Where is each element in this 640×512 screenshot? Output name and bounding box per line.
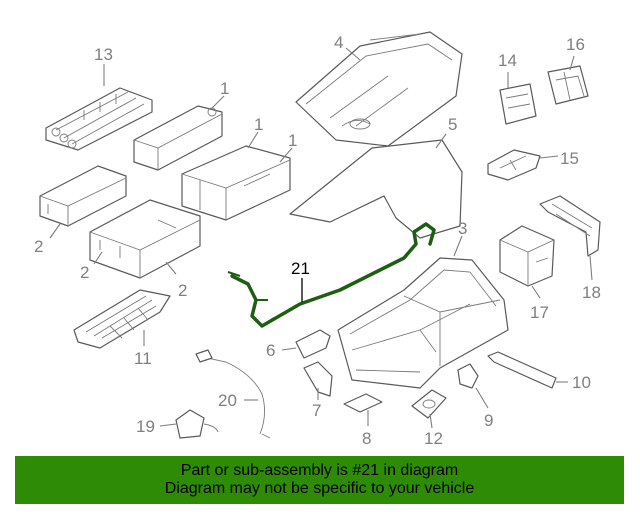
part-20-cable	[195, 349, 271, 439]
callout-9[interactable]: 9	[484, 411, 493, 430]
callout-10[interactable]: 10	[572, 373, 591, 392]
callout-18[interactable]: 18	[582, 283, 601, 302]
callout-7[interactable]: 7	[312, 401, 321, 420]
banner-line-2: Diagram may not be specific to your vehi…	[164, 480, 475, 497]
callout-3[interactable]: 3	[458, 219, 467, 238]
part-7-bracket	[303, 361, 333, 397]
part-1-module-b	[181, 145, 291, 221]
part-9-mount	[457, 363, 479, 389]
callout-14[interactable]: 14	[498, 51, 517, 70]
part-10-rail	[487, 351, 557, 389]
part-21-wire-harness	[227, 222, 436, 328]
callout-1c[interactable]: 1	[288, 131, 297, 150]
banner-line-1: Part or sub-assembly is #21 in diagram	[180, 462, 459, 479]
leader-lines	[49, 47, 593, 429]
callout-8[interactable]: 8	[362, 429, 371, 448]
callout-2a[interactable]: 2	[34, 237, 43, 256]
callout-15[interactable]: 15	[560, 149, 579, 168]
part-16-bracket	[547, 65, 589, 105]
part-2-module-a	[39, 165, 127, 227]
part-2-module-b	[89, 199, 201, 279]
callout-2b[interactable]: 2	[80, 263, 89, 282]
callout-13[interactable]: 13	[94, 45, 113, 64]
callout-5[interactable]: 5	[448, 115, 457, 134]
callout-17[interactable]: 17	[530, 303, 549, 322]
callout-16[interactable]: 16	[566, 35, 585, 54]
callout-4[interactable]: 4	[334, 33, 343, 52]
part-12-plate	[411, 389, 447, 419]
callout-20[interactable]: 20	[218, 391, 237, 410]
part-5-seal	[289, 139, 463, 239]
callout-19[interactable]: 19	[136, 417, 155, 436]
info-banner: Part or sub-assembly is #21 in diagram D…	[15, 456, 624, 504]
callout-6[interactable]: 6	[266, 341, 275, 360]
callout-11[interactable]: 11	[134, 349, 152, 368]
callout-21[interactable]: 21	[291, 259, 310, 278]
callout-2c[interactable]: 2	[178, 281, 187, 300]
callout-labels: 1 1 1 2 2 2 3 4 5 6 7 8 9 10 11 12 13 14…	[34, 33, 601, 448]
part-17-junction-box	[499, 225, 555, 287]
part-18-bracket	[539, 195, 601, 257]
part-6-clip	[295, 329, 331, 359]
callout-1b[interactable]: 1	[254, 115, 263, 134]
part-15-relay	[487, 149, 541, 181]
callout-12[interactable]: 12	[424, 429, 443, 448]
callout-1a[interactable]: 1	[220, 79, 229, 98]
part-4-upper-cover	[295, 31, 463, 147]
part-3-lower-case	[337, 257, 509, 389]
parts-diagram: 1 1 1 2 2 2 3 4 5 6 7 8 9 10 11 12 13 14…	[34, 31, 601, 448]
part-19-sensor	[175, 409, 219, 439]
part-14-controller	[499, 83, 537, 125]
part-11-tray	[73, 289, 171, 349]
part-8-bracket	[343, 393, 383, 413]
part-13-module-stack	[45, 87, 153, 151]
part-1-module-a	[133, 105, 223, 171]
